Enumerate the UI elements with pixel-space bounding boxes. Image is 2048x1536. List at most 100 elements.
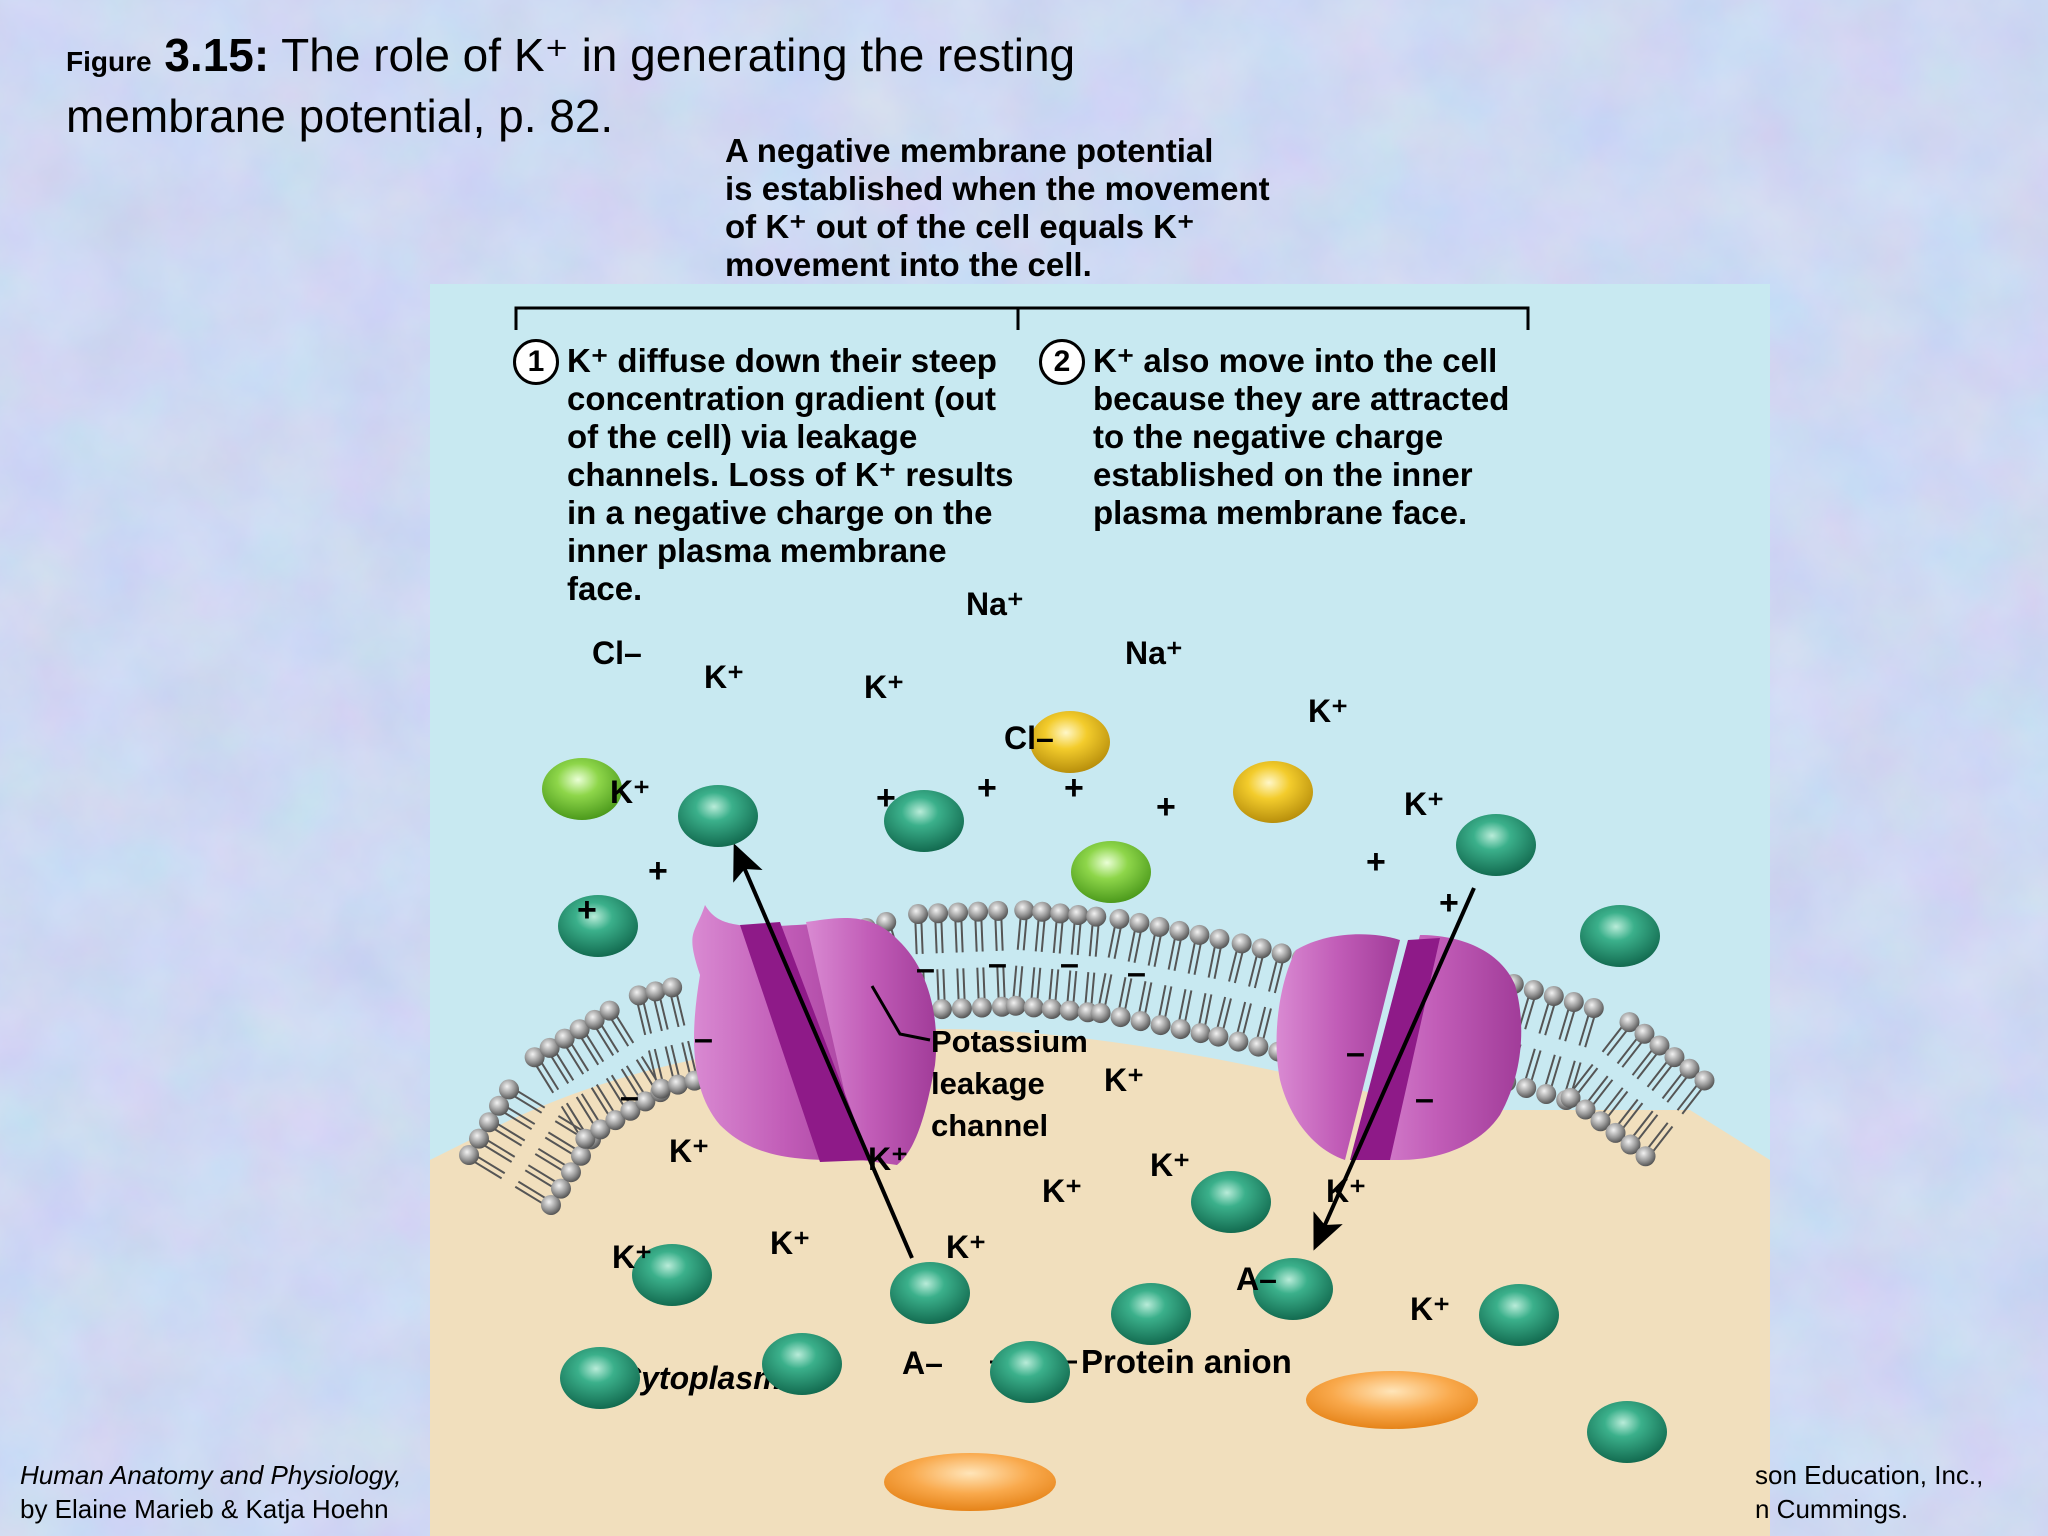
lipid-head (584, 1009, 605, 1030)
sodium-ion (542, 758, 622, 820)
lipid-head (599, 1000, 620, 1021)
lipid-head (1523, 980, 1544, 1001)
negative-charge: – (1346, 1034, 1365, 1072)
positive-charge: + (648, 852, 668, 890)
lipid-head (645, 981, 666, 1002)
top-caption-line: is established when the movement (725, 170, 1270, 207)
figure-title: Figure 3.15: The role of K⁺ in generatin… (66, 28, 1075, 144)
lipid-head (1032, 901, 1053, 922)
potassium-ion (678, 785, 758, 847)
negative-charge: – (1415, 1080, 1434, 1118)
step-2-line: K⁺ also move into the cell (1093, 342, 1498, 379)
step-1-line: inner plasma membrane (567, 532, 947, 569)
protein-anion-label: Protein anion (1081, 1343, 1292, 1380)
lipid-head (570, 1145, 591, 1166)
potassium-label: K⁺ (1326, 1173, 1366, 1209)
lipid-head (499, 1079, 520, 1100)
lipid-head (1575, 1099, 1596, 1120)
lipid-head (951, 998, 972, 1019)
negative-charge: – (1127, 954, 1146, 992)
positive-charge: + (876, 779, 896, 817)
lipid-head (1620, 1134, 1641, 1155)
sodium-label: Na⁺ (966, 586, 1024, 622)
top-caption-line: movement into the cell. (725, 246, 1092, 283)
potassium-label: K⁺ (1404, 786, 1444, 822)
lipid-head (1041, 999, 1062, 1020)
credit-book-title: Human Anatomy and Physiology, (20, 1460, 402, 1490)
potassium-label: K⁺ (669, 1133, 709, 1169)
lipid-head (971, 997, 992, 1018)
positive-charge: + (1064, 769, 1084, 807)
top-caption: A negative membrane potential is establi… (725, 132, 1365, 284)
positive-charge: + (577, 891, 597, 929)
ion-balls (542, 711, 1667, 1463)
step-1-line: channels. Loss of K⁺ results (567, 456, 1014, 493)
lipid-head (1005, 995, 1026, 1016)
step-1-line: of the cell) via leakage (567, 418, 918, 455)
chloride-label: Cl– (592, 635, 642, 671)
potassium-ion (1479, 1284, 1559, 1346)
step-1-line: concentration gradient (out (567, 380, 996, 417)
lipid-head (1228, 1031, 1249, 1052)
lipid-head (1208, 1026, 1229, 1047)
lipid-head (1649, 1035, 1670, 1056)
potassium-ion (1191, 1171, 1271, 1233)
positive-charge: + (1366, 843, 1386, 881)
potassium-label: K⁺ (868, 1141, 908, 1177)
anion-label: A– (1236, 1261, 1277, 1297)
lipid-head (1109, 908, 1130, 929)
channel-label-line: Potassium (931, 1024, 1088, 1059)
efflux-arrow (733, 843, 914, 1259)
lipid-head (459, 1145, 480, 1166)
lipid-head (1090, 1003, 1111, 1024)
lipid-head (1050, 903, 1071, 924)
step-1-line: face. (567, 570, 643, 607)
negative-charge: – (694, 1020, 713, 1058)
potassium-ion (560, 1347, 640, 1409)
top-caption-line: of K⁺ out of the cell equals K⁺ (725, 208, 1195, 245)
lipid-head (1170, 1019, 1191, 1040)
potassium-ion (884, 790, 964, 852)
lipid-head (928, 903, 949, 924)
lipid-head (1068, 904, 1089, 925)
lipid-head (1619, 1012, 1640, 1033)
lipid-head (1059, 1000, 1080, 1021)
potassium-ion (1456, 814, 1536, 876)
lipid-head (1110, 1007, 1131, 1028)
lipid-head (948, 902, 969, 923)
potassium-label: K⁺ (1308, 693, 1348, 729)
potassium-ion (890, 1262, 970, 1324)
step-2-number-circle: 2 (1039, 339, 1085, 385)
protein-anion (884, 1453, 1056, 1511)
credit-authors: by Elaine Marieb & Katja Hoehn (20, 1494, 389, 1524)
channel-label-line: channel (931, 1108, 1048, 1143)
lipid-head (1129, 912, 1150, 933)
potassium-label: K⁺ (612, 1239, 652, 1275)
potassium-leakage-channel-left (692, 905, 937, 1165)
credit-right: son Education, Inc., n Cummings. (1755, 1458, 2045, 1526)
positive-charge: + (977, 769, 997, 807)
figure-number: 3.15: (164, 29, 270, 81)
lipid-head (1189, 924, 1210, 945)
potassium-label: K⁺ (1150, 1147, 1190, 1183)
negative-charge: – (620, 1078, 639, 1116)
anion-label: A– (902, 1345, 943, 1381)
potassium-ion (1580, 905, 1660, 967)
lipid-head (1590, 1111, 1611, 1132)
potassium-ion (762, 1333, 842, 1395)
lipid-head (1169, 920, 1190, 941)
potassium-label: K⁺ (864, 669, 904, 705)
lipid-head (1536, 1083, 1557, 1104)
step-2-line: to the negative charge (1093, 418, 1444, 455)
lipid-head (1694, 1070, 1715, 1091)
step-2-line: plasma membrane face. (1093, 494, 1468, 531)
lipid-head (1583, 998, 1604, 1019)
lipid-head (605, 1110, 626, 1131)
protein-anion (1306, 1371, 1478, 1429)
influx-arrow (1313, 887, 1476, 1251)
credit-imprint: n Cummings. (1755, 1494, 1909, 1524)
channel-leader-line (870, 985, 931, 1042)
lipid-head (1086, 906, 1107, 927)
lipid-head (988, 900, 1009, 921)
potassium-label: K⁺ (610, 774, 650, 810)
